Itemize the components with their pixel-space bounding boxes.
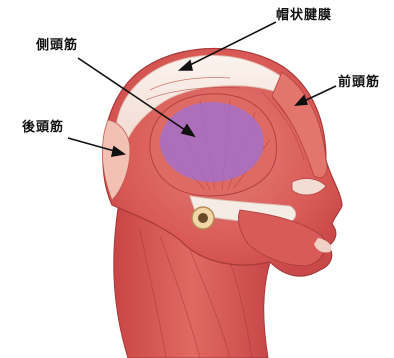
label-temporalis: 側頭筋 [36,34,78,53]
label-galea: 帽状腱膜 [276,4,332,23]
temporalis-highlight [160,102,264,182]
label-frontalis: 前頭筋 [338,71,380,90]
ear-canal-hole [198,213,208,223]
label-occipitalis: 後頭筋 [22,116,64,135]
